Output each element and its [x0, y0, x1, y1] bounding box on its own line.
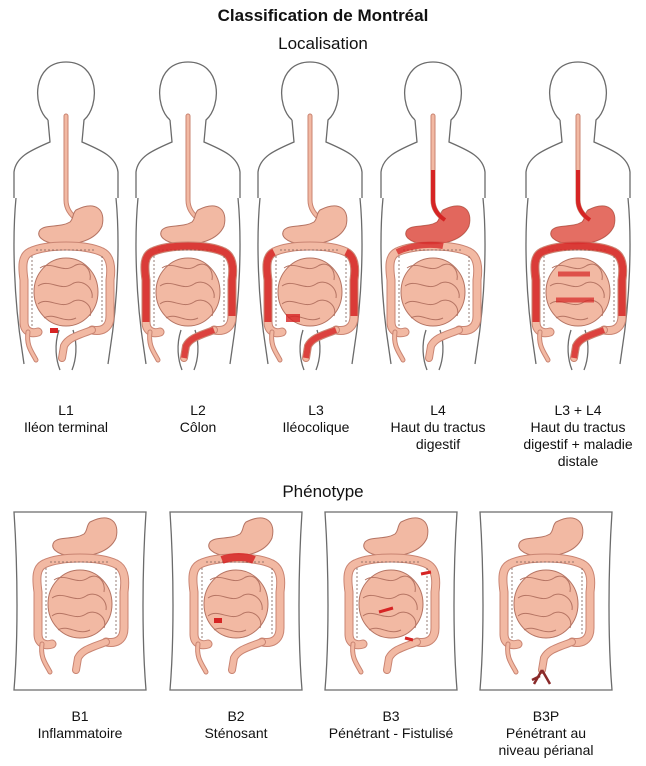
b3p-caption: B3P Pénétrant au niveau périanal	[481, 708, 611, 759]
b3p-desc-line1: Pénétrant au	[481, 725, 611, 742]
b1-caption: B1 Inflammatoire	[15, 708, 145, 742]
l4-desc-line1: Haut du tractus	[373, 419, 503, 436]
l1-desc: Iléon terminal	[1, 419, 131, 436]
l1-caption: L1 Iléon terminal	[1, 402, 131, 436]
b2-figure	[170, 512, 302, 690]
l4-figure	[381, 62, 485, 370]
l2-code: L2	[133, 402, 263, 419]
b3-figure	[325, 512, 457, 690]
l2-figure	[136, 62, 240, 370]
l1-code: L1	[1, 402, 131, 419]
l2-caption: L2 Côlon	[133, 402, 263, 436]
l4-caption: L4 Haut du tractus digestif	[373, 402, 503, 453]
b3p-code: B3P	[481, 708, 611, 725]
b2-code: B2	[171, 708, 301, 725]
l3-l4-figure	[526, 62, 630, 370]
l3-l4-desc-line3: distale	[513, 453, 643, 470]
l3-l4-caption: L3 + L4 Haut du tractus digestif + malad…	[513, 402, 643, 470]
l3-desc: Iléocolique	[251, 419, 381, 436]
l4-code: L4	[373, 402, 503, 419]
b3p-desc-line2: niveau périanal	[481, 742, 611, 759]
l3-l4-desc-line1: Haut du tractus	[513, 419, 643, 436]
l3-figure	[258, 62, 362, 370]
b2-desc: Sténosant	[171, 725, 301, 742]
l4-desc-line2: digestif	[373, 436, 503, 453]
b1-desc: Inflammatoire	[15, 725, 145, 742]
b3p-figure	[480, 512, 612, 690]
l3-l4-desc-line2: digestif + maladie	[513, 436, 643, 453]
l3-caption: L3 Iléocolique	[251, 402, 381, 436]
b3-code: B3	[316, 708, 466, 725]
b3-desc: Pénétrant - Fistulisé	[316, 725, 466, 742]
b1-code: B1	[15, 708, 145, 725]
l3-l4-code: L3 + L4	[513, 402, 643, 419]
l3-code: L3	[251, 402, 381, 419]
b1-figure	[14, 428, 146, 690]
l1-figure	[14, 62, 118, 370]
b2-caption: B2 Sténosant	[171, 708, 301, 742]
l2-desc: Côlon	[133, 419, 263, 436]
b3-caption: B3 Pénétrant - Fistulisé	[316, 708, 466, 742]
